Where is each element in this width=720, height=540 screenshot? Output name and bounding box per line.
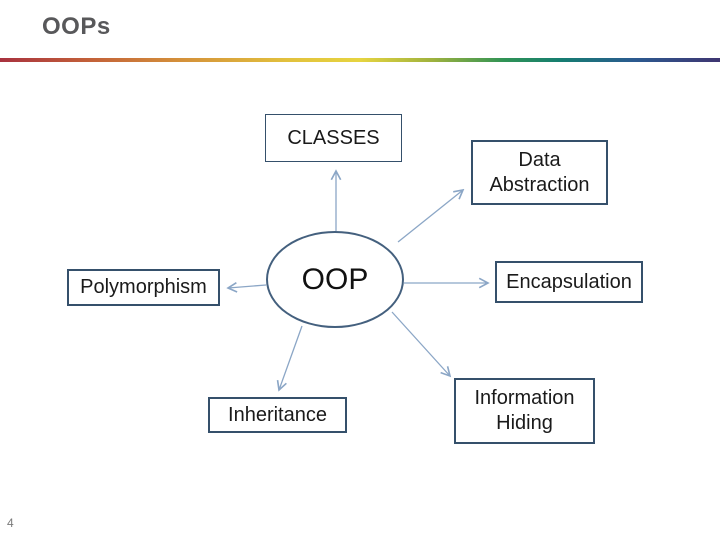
node-label: CLASSES <box>287 126 380 149</box>
node-label: Information Hiding <box>474 387 575 434</box>
page-number: 4 <box>7 516 14 530</box>
node-encapsulation: Encapsulation <box>495 261 643 303</box>
node-information-hiding: Information Hiding <box>454 378 595 444</box>
center-node-label: OOP <box>301 262 369 296</box>
node-label: Encapsulation <box>506 270 632 293</box>
connector-inheritance <box>276 325 303 392</box>
node-inheritance: Inheritance <box>208 397 347 433</box>
node-label: Data Abstraction <box>489 148 590 196</box>
node-label: Inheritance <box>228 403 327 426</box>
node-data-abstraction: Data Abstraction <box>471 140 608 205</box>
connector-polymorphism <box>226 281 267 293</box>
node-classes: CLASSES <box>265 114 402 162</box>
connector-information-hiding <box>391 311 452 378</box>
center-node-oop: OOP <box>266 231 404 328</box>
page-title: OOPs <box>42 13 111 40</box>
connector-data-abstraction <box>397 188 465 243</box>
node-label: Polymorphism <box>80 276 207 298</box>
accent-gradient-rule <box>0 58 720 62</box>
node-polymorphism: Polymorphism <box>67 269 220 306</box>
